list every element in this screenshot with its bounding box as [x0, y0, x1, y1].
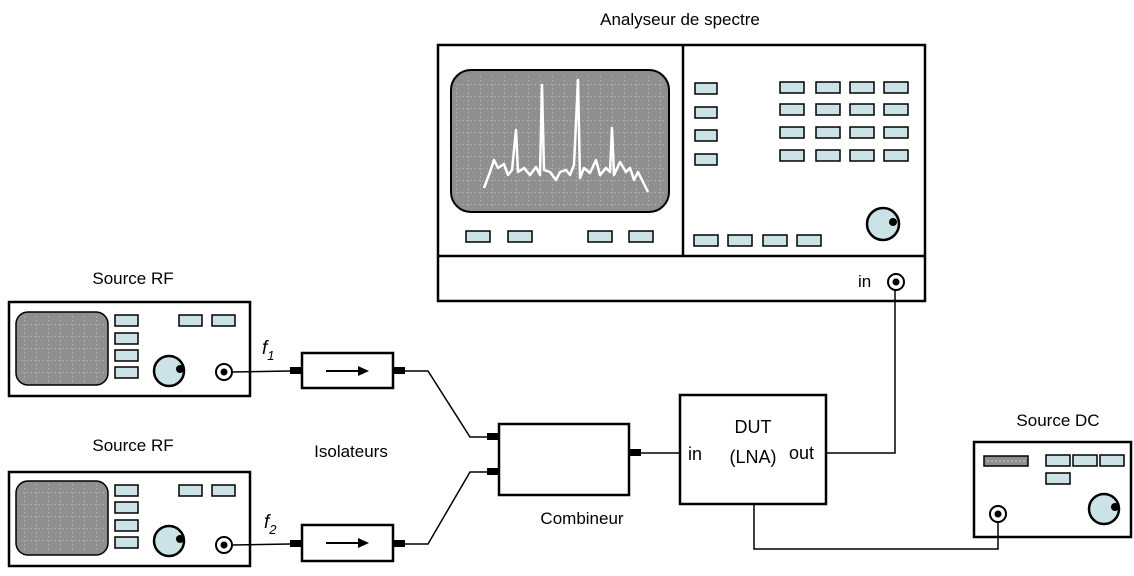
- keypad-button[interactable]: [815, 149, 841, 162]
- coax-connector-icon[interactable]: [887, 273, 905, 291]
- rf-source-1: Source RF: [7, 269, 252, 398]
- coax-connector-icon[interactable]: [989, 505, 1007, 523]
- coax-connector-icon[interactable]: [215, 363, 233, 381]
- right-arrow-icon: [326, 538, 369, 548]
- isolator-2-port-out: [393, 540, 405, 547]
- keypad-button[interactable]: [883, 149, 909, 162]
- cable-dc-dut: [753, 504, 999, 550]
- isolators-label: Isolateurs: [314, 442, 388, 461]
- rf-source-1-button[interactable]: [114, 366, 139, 379]
- rf-source-2-button[interactable]: [178, 484, 203, 497]
- rotary-knob-icon[interactable]: [865, 206, 901, 242]
- analyzer-label: Analyseur de spectre: [600, 10, 760, 29]
- dc-source-display: [983, 455, 1029, 467]
- isolator-1-port-out: [393, 367, 405, 374]
- keypad-button[interactable]: [883, 81, 909, 94]
- combiner-port-out: [629, 449, 641, 456]
- analyzer-function-button[interactable]: [693, 234, 719, 247]
- freq-1-label: f1: [262, 338, 275, 363]
- analyzer-in-label: in: [858, 272, 871, 291]
- source-dc-label: Source DC: [1016, 411, 1099, 430]
- rf-source-2-button[interactable]: [114, 519, 139, 532]
- analyzer-function-button[interactable]: [762, 234, 788, 247]
- analyzer-function-button[interactable]: [796, 234, 822, 247]
- rf-source-2-button[interactable]: [211, 484, 236, 497]
- keypad-button[interactable]: [849, 103, 875, 116]
- rf-source-2-button[interactable]: [114, 501, 139, 514]
- keypad-button[interactable]: [815, 126, 841, 139]
- spectrum-trace: [482, 78, 650, 193]
- keypad-button[interactable]: [849, 126, 875, 139]
- dut-subtitle: (LNA): [729, 447, 776, 467]
- freq-2-label: f2: [264, 512, 277, 537]
- rotary-knob-icon[interactable]: [152, 354, 186, 388]
- rf-source-1-button[interactable]: [114, 349, 139, 362]
- isolator-1-port-in: [290, 367, 302, 374]
- isolator-2: [290, 523, 405, 563]
- keypad-button[interactable]: [883, 126, 909, 139]
- rf-source-2-button[interactable]: [114, 484, 139, 497]
- analyzer-function-button[interactable]: [727, 234, 753, 247]
- combiner-port-in-2: [487, 468, 499, 475]
- rf-source-1-button[interactable]: [114, 332, 139, 345]
- keypad-button[interactable]: [883, 103, 909, 116]
- rf-source-2-button[interactable]: [114, 536, 139, 549]
- right-arrow-icon: [326, 366, 369, 376]
- coax-connector-icon[interactable]: [215, 536, 233, 554]
- analyzer-side-button[interactable]: [694, 153, 718, 166]
- combiner: Combineur: [487, 422, 641, 528]
- analyzer-screen-button[interactable]: [465, 230, 491, 243]
- analyzer-screen-button[interactable]: [587, 230, 613, 243]
- combiner-port-in-1: [487, 433, 499, 440]
- cables: [231, 290, 999, 550]
- rotary-knob-icon[interactable]: [1087, 492, 1121, 526]
- dc-source-button[interactable]: [1045, 454, 1071, 467]
- dut-out-label: out: [789, 443, 814, 463]
- cable-rf2-isolator2: [231, 543, 291, 546]
- analyzer-screen-grid: [455, 74, 665, 208]
- analyzer-side-button[interactable]: [694, 82, 718, 95]
- dc-source-button[interactable]: [1045, 472, 1071, 485]
- isolator-1: [290, 351, 405, 390]
- rf-source-1-button[interactable]: [211, 314, 236, 327]
- dut-in-label: in: [688, 444, 702, 464]
- analyzer-side-button[interactable]: [694, 129, 718, 142]
- spectrum-analyzer: Analyseur de spectre: [436, 10, 927, 303]
- source-rf-2-label: Source RF: [92, 436, 173, 455]
- rf-source-1-screen-grid: [19, 315, 105, 382]
- cable-isolator1-combiner: [405, 370, 487, 438]
- analyzer-side-button[interactable]: [694, 106, 718, 119]
- dut: DUT (LNA) in out: [678, 393, 828, 506]
- dc-source: Source DC: [972, 411, 1133, 539]
- analyzer-keypad: [779, 81, 909, 162]
- rf-source-1-button[interactable]: [114, 314, 139, 327]
- source-rf-1-label: Source RF: [92, 269, 173, 288]
- dc-source-button[interactable]: [1072, 454, 1098, 467]
- keypad-button[interactable]: [815, 103, 841, 116]
- rf-source-1-button[interactable]: [178, 314, 203, 327]
- dut-title: DUT: [735, 417, 772, 437]
- keypad-button[interactable]: [849, 81, 875, 94]
- keypad-button[interactable]: [779, 149, 805, 162]
- keypad-button[interactable]: [815, 81, 841, 94]
- cable-rf1-isolator1: [231, 370, 291, 373]
- analyzer-screen-button[interactable]: [507, 230, 533, 243]
- keypad-button[interactable]: [779, 81, 805, 94]
- analyzer-screen-button[interactable]: [628, 230, 654, 243]
- rf-source-2-screen-grid: [19, 484, 105, 552]
- cable-isolator2-combiner: [405, 471, 487, 545]
- dut-body: [678, 393, 828, 506]
- rf-source-2: Source RF: [7, 436, 252, 568]
- combiner-body: [497, 422, 631, 497]
- cable-dut-analyzer: [826, 290, 896, 454]
- rotary-knob-icon[interactable]: [152, 524, 186, 558]
- keypad-button[interactable]: [779, 103, 805, 116]
- keypad-button[interactable]: [849, 149, 875, 162]
- keypad-button[interactable]: [779, 126, 805, 139]
- isolator-2-port-in: [290, 540, 302, 547]
- combiner-label: Combineur: [540, 509, 623, 528]
- dc-source-button[interactable]: [1099, 454, 1125, 467]
